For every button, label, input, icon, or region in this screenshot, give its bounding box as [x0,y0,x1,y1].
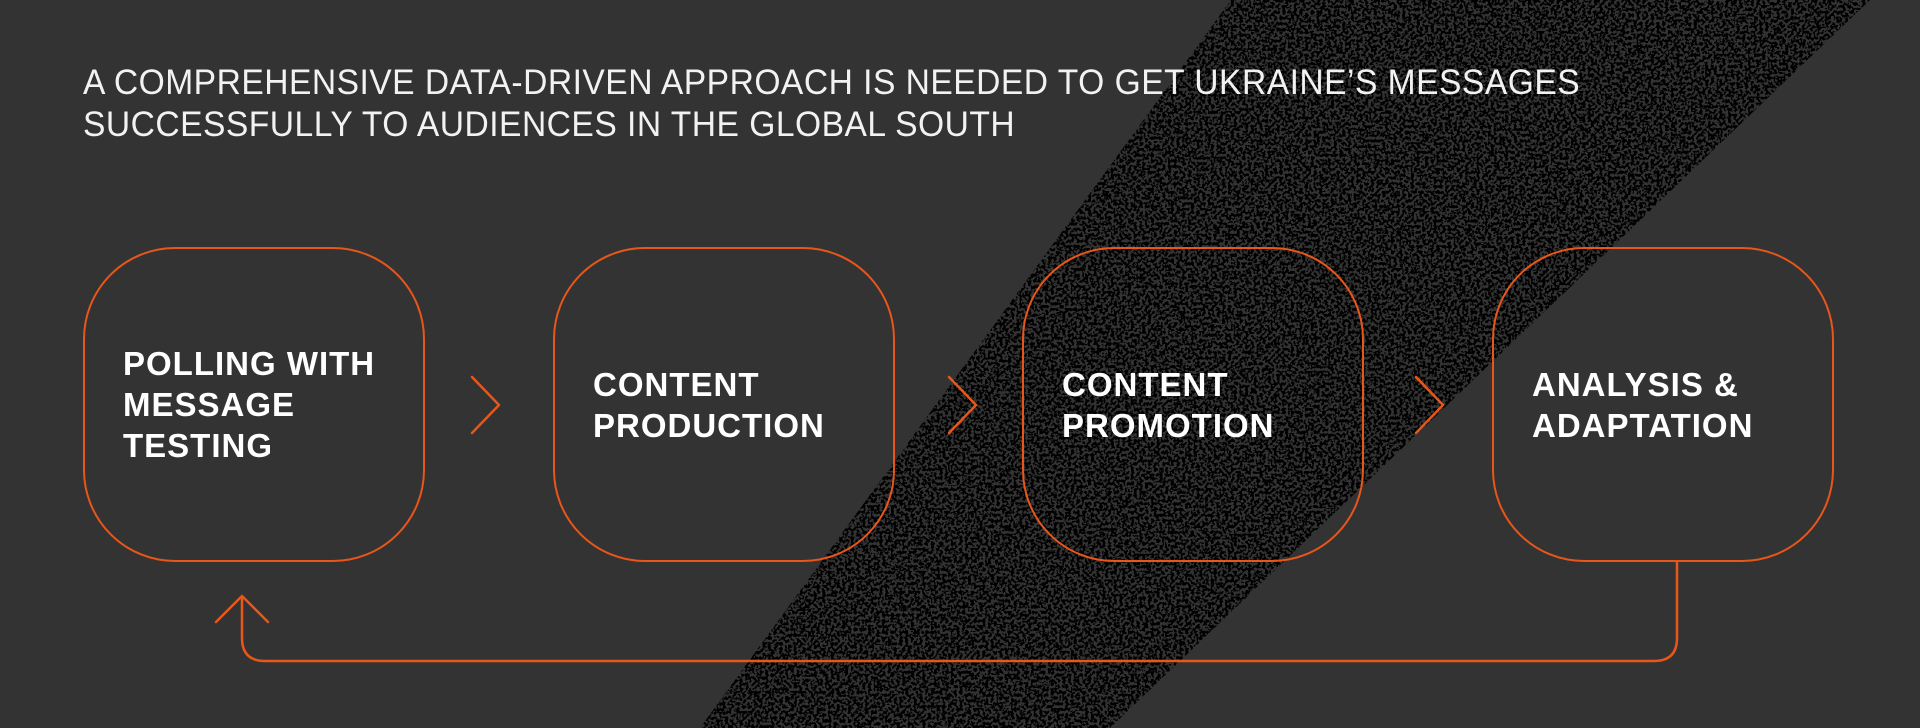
step-label-line: ANALYSIS & [1532,365,1739,403]
step-label-line: ADAPTATION [1532,406,1754,444]
step-polling-with-message-testing: POLLING WITH MESSAGE TESTING [83,247,425,562]
step-label: ANALYSIS & ADAPTATION [1532,249,1753,560]
step-label-line: CONTENT [1062,365,1229,403]
step-label: CONTENT PRODUCTION [593,249,825,560]
step-label-line: CONTENT [593,365,760,403]
title-line-2: SUCCESSFULLY TO AUDIENCES IN THE GLOBAL … [83,105,1016,144]
step-label: CONTENT PROMOTION [1062,249,1275,560]
step-label-line: MESSAGE [123,386,296,423]
step-label-line: PROMOTION [1062,406,1275,444]
title-line-1: A COMPREHENSIVE DATA-DRIVEN APPROACH IS … [83,63,1581,102]
page-title: A COMPREHENSIVE DATA-DRIVEN APPROACH IS … [83,62,1580,146]
step-label-line: PRODUCTION [593,406,825,444]
step-label-line: TESTING [123,427,274,464]
step-label: POLLING WITH MESSAGE TESTING [123,249,375,560]
step-label-line: POLLING WITH [123,345,376,382]
step-content-promotion: CONTENT PROMOTION [1022,247,1364,562]
step-analysis-adaptation: ANALYSIS & ADAPTATION [1492,247,1834,562]
step-content-production: CONTENT PRODUCTION [553,247,895,562]
